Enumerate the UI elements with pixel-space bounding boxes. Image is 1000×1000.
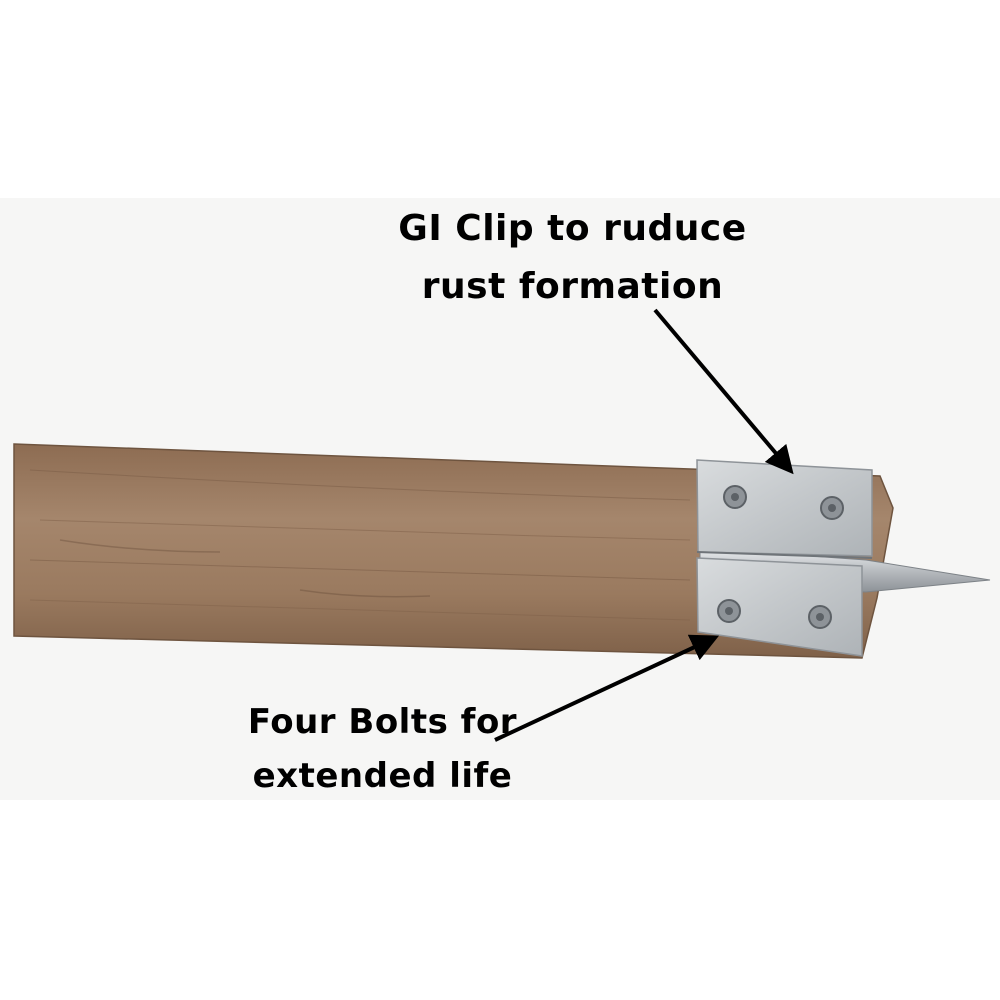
clip-annotation: GI Clip to ruduce rust formation xyxy=(398,208,747,307)
wooden-handle xyxy=(13,443,894,659)
bolt-top-left xyxy=(723,485,747,509)
bolt-bottom-right xyxy=(808,605,832,629)
bolt-top-right xyxy=(820,496,844,520)
bolt-bottom-left xyxy=(717,599,741,623)
clip-arrow xyxy=(653,308,794,475)
bolts-annotation: Four Bolts for extended life xyxy=(247,702,518,796)
gi-clip xyxy=(696,459,873,657)
bolts-arrow xyxy=(494,634,720,742)
